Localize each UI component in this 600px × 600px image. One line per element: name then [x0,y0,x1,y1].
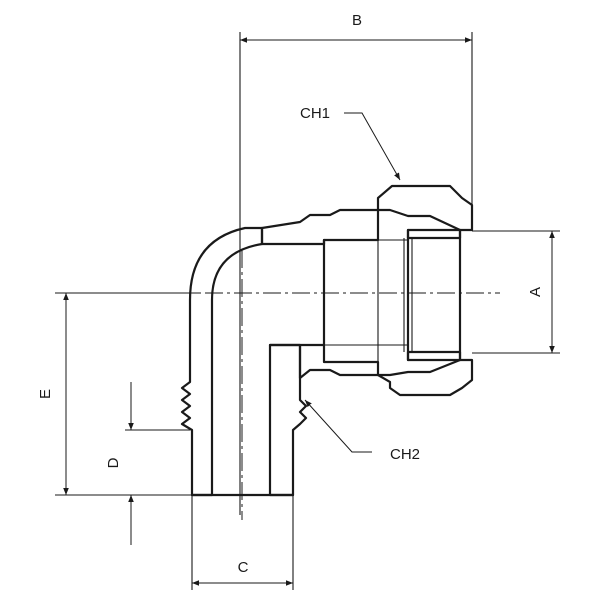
label-b: B [352,12,362,29]
vertical-leg-section [180,226,308,497]
nut-top [376,184,474,232]
label-a: A [527,287,544,297]
label-c: C [238,559,249,576]
leader-ch2 [304,399,372,453]
olive-ring [406,228,462,240]
nut-bottom [376,358,474,397]
label-e: E [37,389,54,399]
body-lower-wall [268,343,380,380]
dimension-lines [63,37,555,586]
body-upper-wall [260,208,380,246]
leader-lines [304,112,401,453]
label-ch2: CH2 [390,446,420,463]
centerlines [60,250,500,520]
leader-ch1 [344,112,401,181]
leg-left-wall [180,226,264,497]
label-ch1: CH1 [300,105,330,122]
label-d: D [105,457,122,468]
horizontal-body-section [260,184,474,397]
